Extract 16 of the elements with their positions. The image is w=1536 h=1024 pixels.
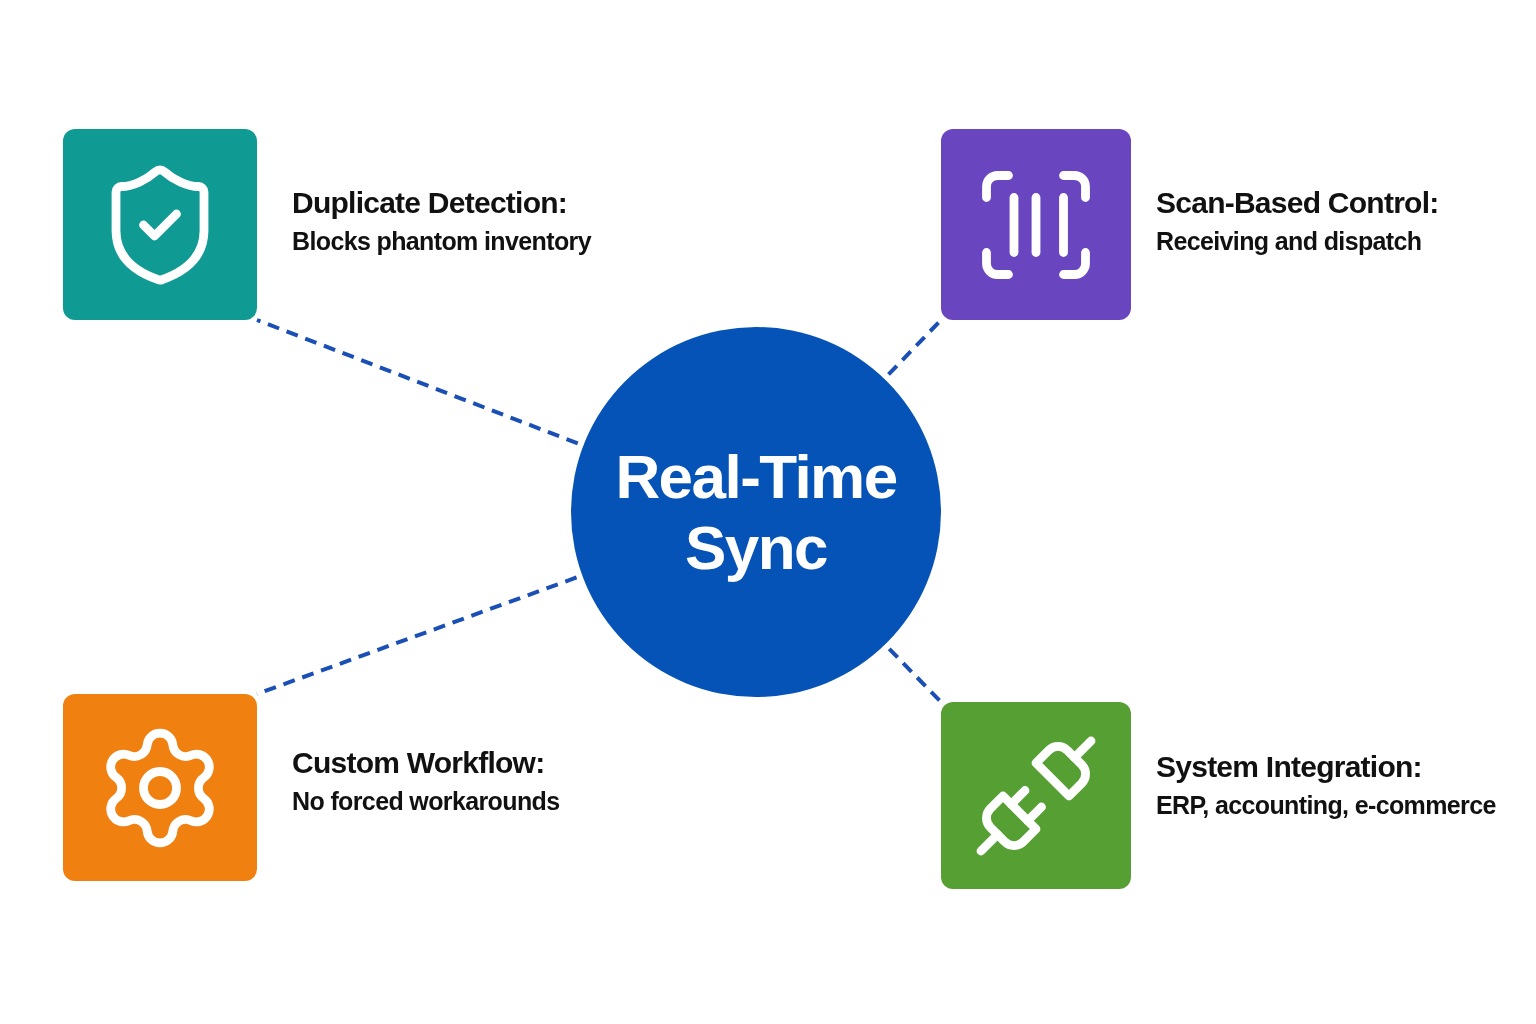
feature-description: Blocks phantom inventory xyxy=(292,225,593,257)
hub-title: Real-Time Sync xyxy=(614,440,898,584)
icon-tile xyxy=(63,694,257,881)
feature-heading: Custom Workflow: xyxy=(292,745,546,781)
dashed-connector xyxy=(256,575,578,696)
dashed-connector xyxy=(256,318,579,446)
icon-tile xyxy=(941,129,1131,320)
feature-heading: System Integration: xyxy=(1156,749,1423,785)
icon-tile xyxy=(63,129,257,320)
icon-tile xyxy=(941,702,1131,889)
dashed-connector xyxy=(887,647,943,704)
feature-heading: Duplicate Detection: xyxy=(292,185,569,221)
feature-description: ERP, accounting, e-commerce xyxy=(1156,789,1497,821)
feature-heading: Scan-Based Control: xyxy=(1156,185,1440,221)
feature-description: Receiving and dispatch xyxy=(1156,225,1423,257)
feature-description: No forced workarounds xyxy=(292,785,561,817)
